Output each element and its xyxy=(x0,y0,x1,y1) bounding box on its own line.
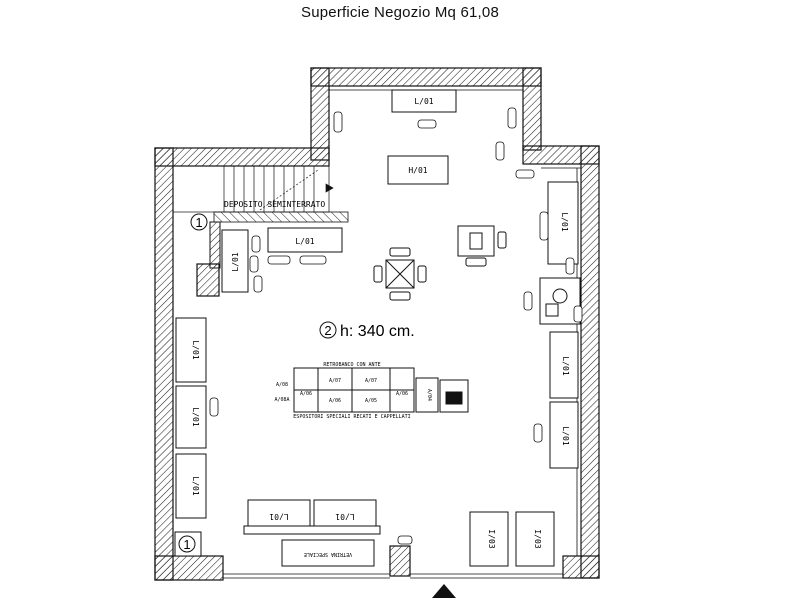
shelf-right-2-label: L/01 xyxy=(561,356,570,375)
deposit-label: DEPOSITO SEMINTERRATO xyxy=(224,200,325,209)
shelf-bottom-1-label: L/01 xyxy=(269,512,288,521)
entrance-arrow-icon xyxy=(432,584,456,598)
fixtures xyxy=(209,107,583,545)
zone-marker-two-text: 2 xyxy=(324,323,331,338)
pillar-stairs xyxy=(196,263,220,297)
height-note: h: 340 cm. xyxy=(340,323,415,340)
stand-i03-left xyxy=(469,511,509,567)
shelf-right-3 xyxy=(549,401,579,469)
counter-base xyxy=(243,525,381,535)
wall-right xyxy=(580,145,600,579)
cabinet-a04-label: A/04 xyxy=(426,389,432,401)
shelf-left-1 xyxy=(175,317,207,383)
pillar-bottom-center xyxy=(389,545,411,577)
zone-marker-one-bottom: 1 xyxy=(174,531,202,557)
shelf-right-3-label: L/01 xyxy=(561,426,570,445)
shelf-stairs-front-label: L/01 xyxy=(295,237,314,246)
shelf-right-1-label: L/01 xyxy=(560,212,569,231)
cell-a07-left: A/07 xyxy=(329,378,341,384)
display-h01-label: H/01 xyxy=(408,166,427,175)
cell-a06-left: A/06 xyxy=(300,391,312,397)
cell-a08: A/08 xyxy=(276,382,288,388)
cell-a05: A/05 xyxy=(365,398,377,404)
stand-i03-right xyxy=(515,511,555,567)
zone-marker-one-bottom-text: 1 xyxy=(183,537,190,552)
shelf-right-2 xyxy=(549,331,579,399)
shelf-bottom-2 xyxy=(313,499,377,529)
shelf-left-2-label: L/01 xyxy=(191,407,200,426)
wall-stairs-landing xyxy=(209,221,221,269)
table-center-right xyxy=(457,225,507,267)
stand-i03-left-label: I/03 xyxy=(487,529,496,548)
wall-top xyxy=(310,67,542,87)
cell-a07-right: A/07 xyxy=(365,378,377,384)
walls xyxy=(154,67,600,581)
zone-marker-two: 2 xyxy=(319,321,337,339)
zone-marker-one-text: 1 xyxy=(195,215,202,230)
shelf-stairs-front xyxy=(267,227,343,253)
counter-bottom-label: ESPOSITORI SPECIALI RECATI E CAPPELLATI xyxy=(293,414,410,420)
vitrine-bottom-label: VETRINA SPECIALE xyxy=(304,551,352,557)
counter-top-label: RETROBANCO CON ANTE xyxy=(323,362,380,368)
cabinet-a04 xyxy=(415,377,469,413)
shelf-top xyxy=(391,89,457,113)
shelf-left-1-label: L/01 xyxy=(191,340,200,359)
shelf-stairs-side xyxy=(221,229,249,293)
cell-a06-right: A/06 xyxy=(396,391,408,397)
cell-a08b: A/08A xyxy=(274,397,289,403)
staircase xyxy=(172,165,349,223)
wall-upper-right xyxy=(522,67,542,151)
wall-bottom-right xyxy=(562,555,600,579)
shelf-left-3 xyxy=(175,453,207,519)
shelf-bottom-2-label: L/01 xyxy=(335,512,354,521)
shelf-left-3-label: L/01 xyxy=(191,476,200,495)
wall-bottom-left xyxy=(154,555,224,581)
display-h01 xyxy=(387,155,449,185)
cell-a06-mid: A/06 xyxy=(329,398,341,404)
central-counter xyxy=(293,367,415,413)
shelf-top-label: L/01 xyxy=(414,97,433,106)
shelf-stairs-side-label: L/01 xyxy=(231,252,240,271)
plan-title: Superficie Negozio Mq 61,08 xyxy=(300,4,499,21)
wall-left-step xyxy=(154,147,330,167)
shelf-left-2 xyxy=(175,385,207,449)
vitrine-bottom xyxy=(281,539,375,567)
table-center-left xyxy=(373,247,427,301)
fitting-area xyxy=(539,277,581,325)
zone-marker-one-top: 1 xyxy=(190,213,208,231)
wall-left xyxy=(154,147,174,581)
stand-i03-right-label: I/03 xyxy=(533,529,542,548)
